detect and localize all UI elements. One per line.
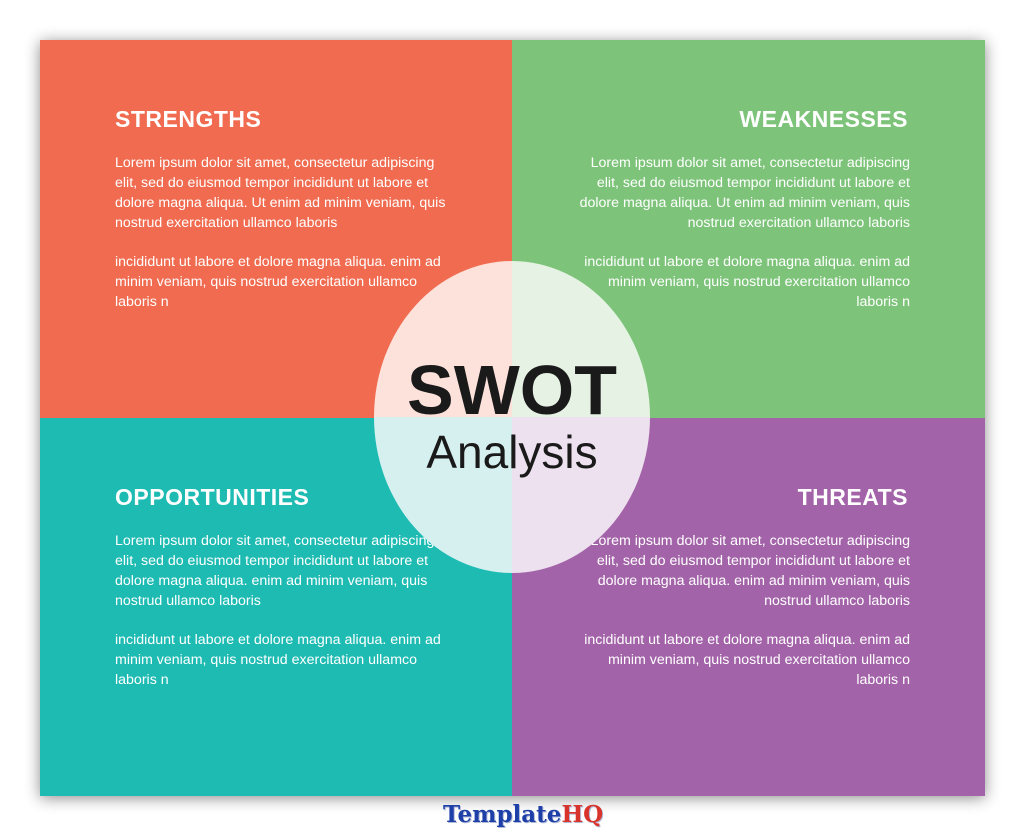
strengths-quadrant: STRENGTHS Lorem ipsum dolor sit amet, co… (40, 40, 512, 418)
swot-center-circle: SWOT Analysis (374, 261, 650, 573)
opportunities-paragraph-1: Lorem ipsum dolor sit amet, consectetur … (115, 533, 435, 609)
weaknesses-quadrant: WEAKNESSES Lorem ipsum dolor sit amet, c… (512, 40, 985, 418)
strengths-text: Lorem ipsum dolor sit amet, consectetur … (115, 153, 455, 331)
opportunities-text: Lorem ipsum dolor sit amet, consectetur … (115, 531, 455, 709)
strengths-heading: STRENGTHS (115, 106, 262, 132)
circle-segment-bottom-left (374, 417, 512, 573)
swot-title: SWOT (407, 351, 617, 429)
strengths-paragraph-2: incididunt ut labore et dolore magna ali… (115, 254, 441, 310)
threats-paragraph-2: incididunt ut labore et dolore magna ali… (584, 632, 910, 688)
logo-text-template: Template (443, 801, 562, 828)
circle-segment-bottom-right (512, 417, 650, 573)
threats-text: Lorem ipsum dolor sit amet, consectetur … (570, 531, 910, 709)
circle-segment-top-left (374, 261, 512, 417)
weaknesses-paragraph-2: incididunt ut labore et dolore magna ali… (584, 254, 910, 310)
swot-board: STRENGTHS Lorem ipsum dolor sit amet, co… (40, 40, 985, 796)
opportunities-paragraph-2: incididunt ut labore et dolore magna ali… (115, 632, 441, 688)
weaknesses-heading: WEAKNESSES (739, 106, 908, 132)
weaknesses-text: Lorem ipsum dolor sit amet, consectetur … (570, 153, 910, 331)
weaknesses-paragraph-1: Lorem ipsum dolor sit amet, consectetur … (579, 155, 910, 231)
logo-text-hq: HQ (561, 801, 604, 828)
threats-heading: THREATS (797, 484, 908, 510)
templatehq-logo: TemplateHQ (443, 800, 603, 830)
strengths-paragraph-1: Lorem ipsum dolor sit amet, consectetur … (115, 155, 446, 231)
circle-segment-top-right (512, 261, 650, 417)
threats-paragraph-1: Lorem ipsum dolor sit amet, consectetur … (590, 533, 910, 609)
swot-subtitle: Analysis (426, 426, 598, 478)
opportunities-heading: OPPORTUNITIES (115, 484, 310, 510)
